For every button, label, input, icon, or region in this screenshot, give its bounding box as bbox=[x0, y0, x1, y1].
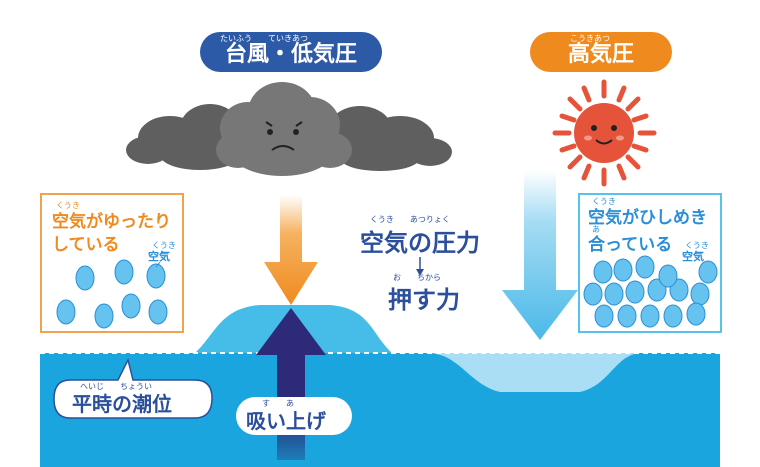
loose-air-small-label: 空気 bbox=[148, 250, 170, 263]
pressure-ruby: くうき あつりょく bbox=[370, 215, 450, 224]
dense-air-molecules bbox=[583, 255, 718, 328]
loose-air-small-ruby: くうき bbox=[152, 241, 176, 250]
high-pressure-ruby: こうきあつ bbox=[570, 34, 610, 43]
tide-ruby: へいじ ちょうい bbox=[80, 382, 152, 391]
loose-air-text-2: している bbox=[52, 235, 120, 255]
dense-air-ruby-2: あ bbox=[592, 225, 600, 234]
suction-label-box bbox=[236, 397, 352, 435]
typhoon-pill: 台風・低気圧 bbox=[200, 32, 382, 72]
blue-down-arrow bbox=[502, 170, 578, 340]
high-pressure-label: 高気圧 bbox=[567, 42, 634, 67]
typhoon-ruby: たいふう ていきあつ bbox=[220, 34, 308, 43]
high-pressure-pill: 高気圧 bbox=[530, 32, 672, 72]
push-text: 押す力 bbox=[388, 286, 460, 314]
dense-air-text-1: 空気がひしめき bbox=[588, 208, 707, 228]
loose-air-ruby: くうき bbox=[56, 201, 80, 210]
loose-air-text-1: 空気がゆったり bbox=[52, 212, 171, 232]
tide-text: 平時の潮位 bbox=[72, 392, 172, 416]
suction-ruby: す あ bbox=[262, 399, 294, 408]
loose-air-molecules bbox=[56, 259, 168, 329]
sea-depression bbox=[430, 353, 640, 392]
push-ruby: お ちから bbox=[393, 273, 441, 282]
typhoon-label: 台風・低気圧 bbox=[224, 42, 357, 67]
dense-air-ruby-1: くうき bbox=[592, 197, 616, 206]
storm-cloud-icon bbox=[126, 104, 452, 171]
loose-air-pointer bbox=[155, 261, 161, 268]
dense-air-small-ruby: くうき bbox=[685, 241, 709, 250]
small-down-arrow bbox=[416, 257, 424, 276]
dense-air-box bbox=[578, 193, 722, 333]
sun-icon bbox=[552, 79, 657, 187]
sun-face-icon bbox=[574, 103, 634, 163]
cloud-face-icon bbox=[216, 82, 352, 176]
pressure-text: 空気の圧力 bbox=[360, 229, 480, 257]
dense-air-small-label: 空気 bbox=[682, 250, 704, 263]
suction-text: 吸い上げ bbox=[246, 409, 326, 433]
tide-bubble bbox=[53, 357, 213, 419]
dense-air-text-2: 合っている bbox=[588, 235, 673, 255]
suction-up-arrow bbox=[256, 308, 326, 460]
orange-down-arrow bbox=[264, 195, 318, 305]
loose-air-box bbox=[40, 193, 184, 333]
